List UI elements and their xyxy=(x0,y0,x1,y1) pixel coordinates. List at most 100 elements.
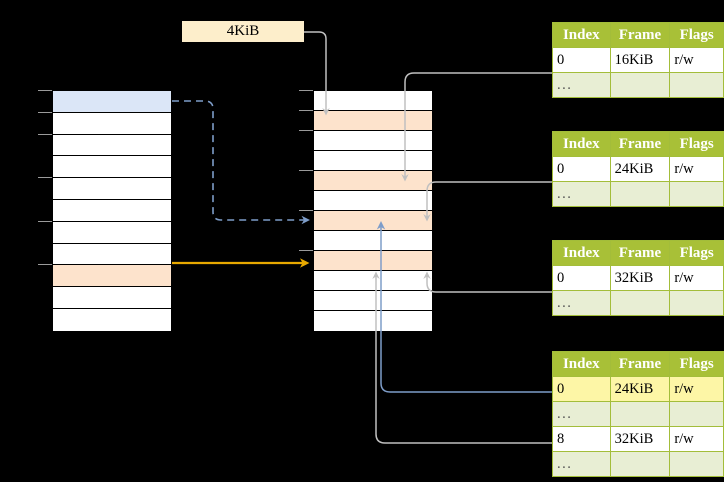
cell-flags xyxy=(669,72,724,98)
wire-blue-dashed xyxy=(172,100,310,225)
cell-frame: 32KiB xyxy=(609,426,671,452)
table-row[interactable]: ... xyxy=(552,401,724,427)
column-header-index: Index xyxy=(552,240,611,266)
cell-frame xyxy=(609,401,671,427)
cell-flags: r/w xyxy=(669,156,724,182)
frame-cell xyxy=(314,151,432,171)
frame-cell xyxy=(314,271,432,291)
table-header-row: Index Frame Flags xyxy=(552,240,724,266)
memory-tick xyxy=(38,264,52,266)
column-header-flags: Flags xyxy=(669,22,724,48)
cell-flags: r/w xyxy=(669,426,724,452)
frame-cell xyxy=(314,191,432,211)
table-header-row: Index Frame Flags xyxy=(552,351,724,377)
cell-index: ... xyxy=(552,290,611,316)
cell-flags xyxy=(669,401,724,427)
cell-index: 0 xyxy=(552,156,611,182)
memory-cell xyxy=(53,178,171,200)
memory-tick xyxy=(38,177,52,179)
column-header-index: Index xyxy=(552,22,611,48)
cell-frame: 24KiB xyxy=(609,156,671,182)
memory-cell xyxy=(53,221,171,244)
wire-pt3-to-frame8 xyxy=(423,271,552,293)
wire-pt2-to-frame6 xyxy=(423,181,552,222)
memory-cell xyxy=(53,287,171,309)
cell-index: ... xyxy=(552,181,611,207)
cell-flags: r/w xyxy=(669,265,724,291)
memory-cell xyxy=(53,91,171,113)
frame-tick xyxy=(299,250,313,252)
memory-cell xyxy=(53,156,171,179)
cell-frame xyxy=(609,72,671,98)
column-header-flags: Flags xyxy=(669,240,724,266)
table-row[interactable]: ... xyxy=(552,290,724,316)
physical-memory-column xyxy=(52,90,172,331)
cell-index: ... xyxy=(552,72,611,98)
column-header-flags: Flags xyxy=(669,131,724,157)
column-header-frame: Frame xyxy=(609,351,671,377)
column-header-frame: Frame xyxy=(609,240,671,266)
frame-cell xyxy=(314,91,432,111)
table-row[interactable]: ... xyxy=(552,72,724,98)
cell-frame: 24KiB xyxy=(609,376,671,402)
callout-label: 4KiB xyxy=(226,23,260,39)
callout-4kib: 4KiB xyxy=(182,21,304,42)
table-header-row: Index Frame Flags xyxy=(552,131,724,157)
memory-cell xyxy=(53,112,171,135)
column-header-flags: Flags xyxy=(669,351,724,377)
page-table-3: Index Frame Flags 0 32KiB r/w ... xyxy=(552,240,724,316)
page-table-4: Index Frame Flags 0 24KiB r/w ... 8 32Ki… xyxy=(552,351,724,477)
frame-tick xyxy=(299,90,313,92)
table-row[interactable]: 8 32KiB r/w xyxy=(552,426,724,452)
table-row[interactable]: ... xyxy=(552,181,724,207)
table-row[interactable]: ... xyxy=(552,451,724,477)
cell-flags xyxy=(669,181,724,207)
frame-cell xyxy=(314,311,432,331)
memory-tick xyxy=(38,134,52,136)
frame-tick xyxy=(299,130,313,132)
cell-frame: 16KiB xyxy=(609,47,671,73)
memory-tick xyxy=(38,221,52,223)
memory-tick xyxy=(38,112,52,114)
column-header-index: Index xyxy=(552,131,611,157)
frame-cell xyxy=(314,111,432,131)
frame-cell xyxy=(314,291,432,311)
cell-frame xyxy=(609,451,671,477)
frame-column xyxy=(313,90,433,331)
cell-flags: r/w xyxy=(669,376,724,402)
column-header-index: Index xyxy=(552,351,611,377)
cell-flags: r/w xyxy=(669,47,724,73)
memory-cell xyxy=(53,265,171,288)
memory-cell xyxy=(53,199,171,222)
frame-cell xyxy=(314,251,432,271)
frame-cell xyxy=(314,131,432,151)
memory-cell xyxy=(53,134,171,157)
memory-cell xyxy=(53,308,171,331)
table-row[interactable]: 0 16KiB r/w xyxy=(552,47,724,73)
table-header-row: Index Frame Flags xyxy=(552,22,724,48)
table-row[interactable]: 0 24KiB r/w xyxy=(552,156,724,182)
cell-index: 0 xyxy=(552,265,611,291)
cell-index: 0 xyxy=(552,47,611,73)
frame-cell xyxy=(314,231,432,251)
table-row[interactable]: 0 24KiB r/w xyxy=(552,376,724,402)
table-row[interactable]: 0 32KiB r/w xyxy=(552,265,724,291)
frame-cell xyxy=(314,171,432,191)
frame-tick xyxy=(299,210,313,212)
cell-flags xyxy=(669,290,724,316)
cell-frame: 32KiB xyxy=(609,265,671,291)
column-header-frame: Frame xyxy=(609,22,671,48)
cell-index: 0 xyxy=(552,376,611,402)
cell-index: ... xyxy=(552,451,611,477)
column-header-frame: Frame xyxy=(609,131,671,157)
memory-cell xyxy=(53,243,171,266)
memory-tick xyxy=(38,90,52,92)
frame-tick xyxy=(299,170,313,172)
page-table-2: Index Frame Flags 0 24KiB r/w ... xyxy=(552,131,724,207)
frame-cell xyxy=(314,211,432,231)
cell-flags xyxy=(669,451,724,477)
cell-frame xyxy=(609,290,671,316)
frame-tick xyxy=(299,110,313,112)
cell-index: ... xyxy=(552,401,611,427)
